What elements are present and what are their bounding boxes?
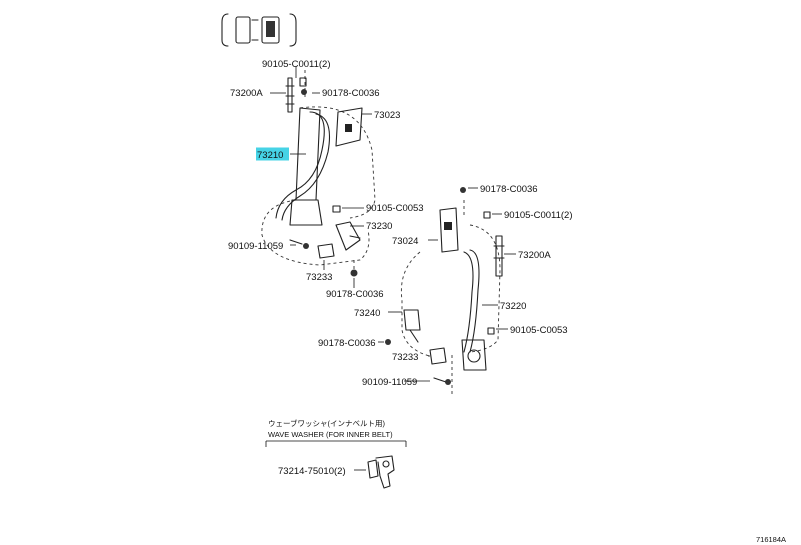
- callout-90105-c0011-left[interactable]: 90105-C0011(2): [262, 59, 330, 70]
- callout-90178-c0036-mid[interactable]: 90178-C0036: [318, 338, 376, 349]
- callout-73210-highlight: [256, 147, 289, 161]
- note-japanese: ウェーブワッシャ(インナベルト用): [268, 418, 386, 428]
- callout-73024[interactable]: 73024: [392, 236, 418, 247]
- vehicle-view-icon: [221, 13, 297, 47]
- callout-90109-11059-left[interactable]: 90109-11059: [228, 241, 283, 252]
- callout-73230[interactable]: 73230: [366, 221, 392, 232]
- callout-90178-c0036-right[interactable]: 90178-C0036: [480, 184, 538, 195]
- front-seat-belt-assembly-left: [261, 70, 376, 277]
- front-seat-belt-assembly-right: [385, 187, 505, 395]
- leader-lines: [270, 67, 516, 382]
- callout-90105-c0053-left[interactable]: 90105-C0053: [366, 203, 424, 214]
- callout-90178-c0036-top[interactable]: 90178-C0036: [322, 88, 380, 99]
- callout-73220[interactable]: 73220: [500, 301, 526, 312]
- callout-73200a-left[interactable]: 73200A: [230, 88, 263, 99]
- callout-73233-right[interactable]: 73233: [392, 352, 418, 363]
- wave-washer-part: [367, 455, 395, 489]
- callout-73210[interactable]: 73210: [257, 150, 283, 161]
- callout-90178-c0036-bottom[interactable]: 90178-C0036: [326, 289, 384, 300]
- figure-code: 716184A: [756, 535, 786, 544]
- callout-73240[interactable]: 73240: [354, 308, 380, 319]
- callout-73200a-right[interactable]: 73200A: [518, 250, 551, 261]
- callout-90105-c0053-right[interactable]: 90105-C0053: [510, 325, 568, 336]
- callout-73214-75010[interactable]: 73214-75010(2): [278, 466, 346, 477]
- callout-73023[interactable]: 73023: [374, 110, 400, 121]
- callout-90109-11059-right[interactable]: 90109-11059: [362, 377, 417, 388]
- callout-90105-c0011-right[interactable]: 90105-C0011(2): [504, 210, 572, 221]
- note-english: WAVE WASHER (FOR INNER BELT): [268, 430, 393, 439]
- wave-washer-note: ウェーブワッシャ(インナベルト用) WAVE WASHER (FOR INNER…: [265, 418, 407, 489]
- callout-labels: 90105-C0011(2) 73200A 90178-C0036 73023 …: [228, 59, 572, 388]
- callout-73233-left[interactable]: 73233: [306, 272, 332, 283]
